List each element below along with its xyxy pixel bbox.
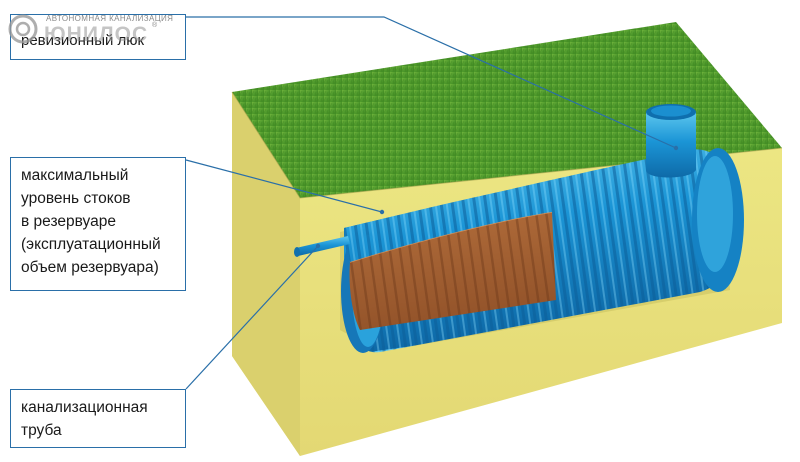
label-max-level-line: (эксплуатационный (21, 236, 161, 253)
label-sewer-pipe-line: канализационная (21, 399, 148, 416)
label-sewer-pipe-line: труба (21, 422, 62, 439)
label-max-level: максимальный уровень стоков в резервуаре… (10, 157, 186, 291)
brand-logo: АВТОНОМНАЯ КАНАЛИЗАЦИЯ ЮНИЛОС ® (8, 10, 178, 46)
logo-registered-mark: ® (152, 22, 158, 29)
leader-dot-level (379, 209, 385, 215)
grass-top (232, 22, 782, 198)
liquid-content (349, 212, 556, 330)
sewer-pipe (296, 236, 350, 256)
label-max-level-line: объем резервуара) (21, 259, 159, 276)
logo-mark-icon (8, 14, 38, 44)
label-sewer-pipe: канализационная труба (10, 389, 186, 448)
label-max-level-line: в резервуаре (21, 213, 116, 230)
label-max-level-line: уровень стоков (21, 190, 131, 207)
logo-caption: АВТОНОМНАЯ КАНАЛИЗАЦИЯ (46, 14, 174, 23)
logo-name: ЮНИЛОС (44, 23, 149, 46)
revision-hatch-riser (646, 112, 696, 178)
leader-dot-pipe (315, 243, 321, 249)
label-revision-hatch-text: ревизионный люк (21, 32, 145, 49)
leader-lines (185, 16, 677, 390)
leader-dot-hatch (673, 145, 679, 151)
label-max-level-line: максимальный (21, 167, 129, 184)
label-revision-hatch: ревизионный люк (10, 14, 186, 60)
